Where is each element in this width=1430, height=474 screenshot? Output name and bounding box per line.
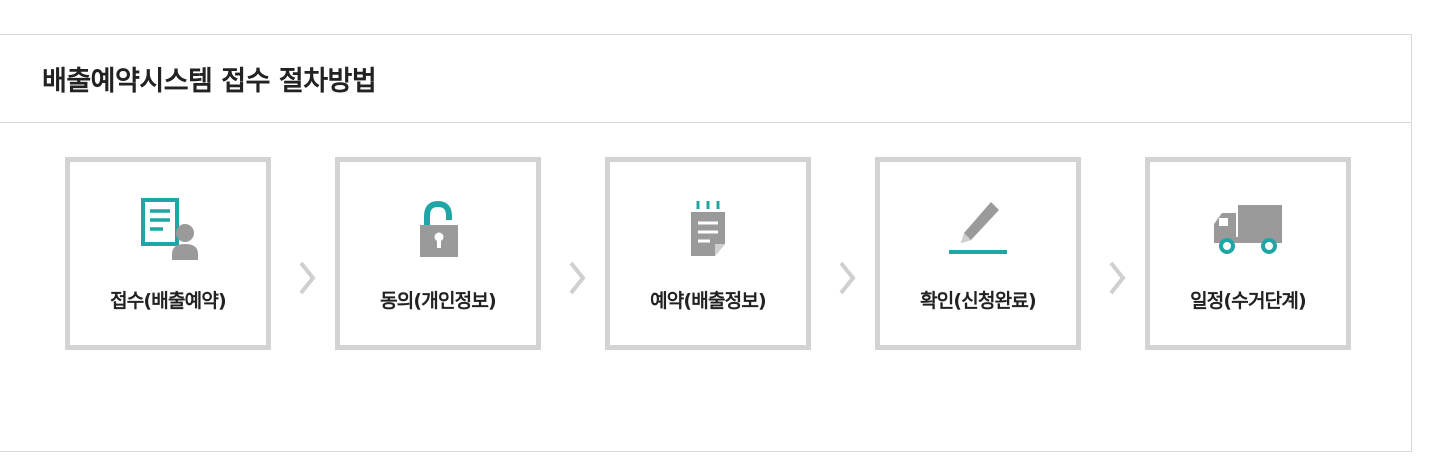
step-label: 일정(수거단계) (1190, 290, 1307, 312)
document-user-icon (70, 196, 266, 260)
chevron-right-icon (1109, 261, 1126, 295)
step-confirmation: 확인(신청완료) (875, 157, 1081, 350)
step-reception: 접수(배출예약) (65, 157, 271, 350)
notepad-icon (610, 196, 806, 260)
step-reservation: 예약(배출정보) (605, 157, 811, 350)
step-label: 예약(배출정보) (650, 290, 767, 312)
panel-title: 배출예약시스템 접수 절차방법 (42, 66, 377, 97)
lock-icon (340, 196, 536, 260)
chevron-right-icon (299, 261, 316, 295)
chevron-right-icon (839, 261, 856, 295)
step-label: 동의(개인정보) (380, 290, 497, 312)
step-label: 접수(배출예약) (110, 290, 227, 312)
chevron-right-icon (569, 261, 586, 295)
truck-icon (1150, 196, 1346, 260)
pen-icon (880, 196, 1076, 260)
step-consent: 동의(개인정보) (335, 157, 541, 350)
panel-header: 배출예약시스템 접수 절차방법 (0, 35, 1411, 123)
step-schedule: 일정(수거단계) (1145, 157, 1351, 350)
step-label: 확인(신청완료) (920, 290, 1037, 312)
